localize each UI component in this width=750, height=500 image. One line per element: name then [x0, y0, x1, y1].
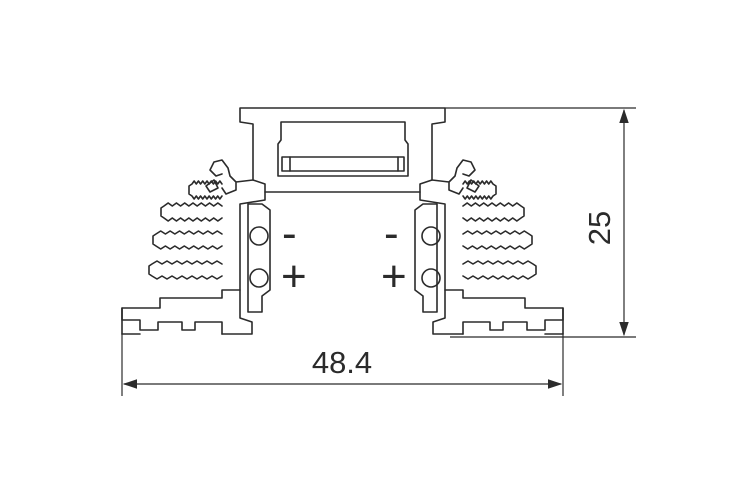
height-value: 25	[582, 211, 617, 245]
cooling-fin	[148, 260, 223, 280]
right-base-flange	[444, 289, 564, 335]
left-hook	[209, 159, 254, 195]
cooling-fin	[462, 230, 533, 250]
right-inner-wall	[419, 191, 464, 335]
cooling-fin	[188, 180, 223, 200]
right-minus-sign: -	[384, 209, 399, 258]
right-hook	[431, 159, 476, 195]
left-contact-pocket	[247, 203, 271, 313]
left-cooling-fins	[148, 180, 223, 280]
left-minus-sign: -	[282, 209, 297, 258]
channel-bar	[281, 156, 405, 172]
left-base-flange	[121, 289, 241, 335]
cooling-fin	[160, 202, 223, 222]
width-dimension: 48.4	[121, 334, 564, 396]
left-plus-sign: +	[281, 252, 307, 301]
cooling-fin	[462, 180, 497, 200]
cooling-fin	[462, 260, 537, 280]
left-minus-contact	[249, 226, 269, 246]
right-contact-pocket	[414, 203, 438, 313]
top-plate	[239, 107, 446, 193]
left-plus-contact	[249, 268, 269, 288]
width-value: 48.4	[312, 345, 372, 380]
height-dimension: 25	[445, 107, 636, 338]
right-minus-contact	[421, 226, 441, 246]
profile-outline	[121, 107, 564, 335]
right-plus-contact	[421, 268, 441, 288]
right-cooling-fins	[462, 180, 537, 280]
cooling-fin	[462, 202, 525, 222]
top-channel	[277, 121, 409, 177]
left-inner-wall	[221, 191, 266, 335]
cooling-fin	[152, 230, 223, 250]
right-plus-sign: +	[381, 252, 407, 301]
